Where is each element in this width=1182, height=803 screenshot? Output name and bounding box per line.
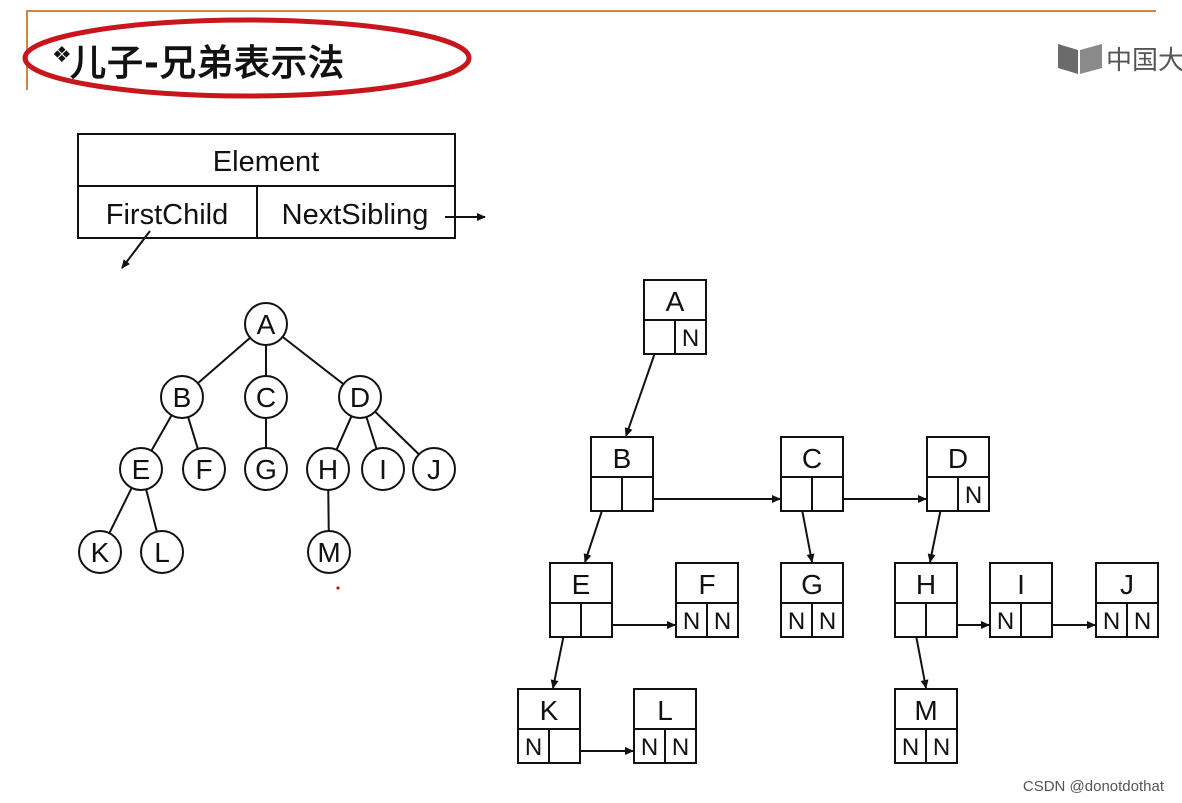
logo-text: 中国大 xyxy=(1106,46,1182,76)
tree-node-label: C xyxy=(256,382,276,413)
tree-node-label: G xyxy=(255,454,277,485)
linked-node-label: C xyxy=(802,443,822,474)
tree-edge-a-d xyxy=(281,336,345,385)
tree-node-b: B xyxy=(160,375,204,419)
tree-node-label: J xyxy=(427,454,441,485)
linked-node-label: K xyxy=(540,695,559,726)
tree-node-label: L xyxy=(154,537,170,568)
node-structure-legend: Element FirstChild NextSibling xyxy=(77,133,486,269)
firstchild-null-marker: N xyxy=(641,734,658,761)
linked-node-label: M xyxy=(914,695,937,726)
tree-node-label: B xyxy=(173,382,192,413)
tree-node-h: H xyxy=(306,447,350,491)
nextsibling-null-marker: N xyxy=(819,608,836,635)
linked-node-label: B xyxy=(613,443,632,474)
tree-node-label: M xyxy=(317,537,340,568)
linked-node-b: B xyxy=(590,436,654,512)
tree-edge-d-i xyxy=(365,416,378,450)
linked-node-label: E xyxy=(572,569,591,600)
tree-edge-d-h xyxy=(335,415,353,451)
linked-node-h: H xyxy=(894,562,958,638)
tree-node-label: K xyxy=(91,537,110,568)
tree-node-label: E xyxy=(132,454,151,485)
book-logo-icon xyxy=(1058,44,1102,74)
linked-node-c: C xyxy=(780,436,844,512)
linked-node-k: KN xyxy=(517,688,581,764)
tree-node-f: F xyxy=(182,447,226,491)
legend-nextsibling-label: NextSibling xyxy=(282,199,429,231)
tree-node-label: F xyxy=(195,454,212,485)
linked-node-label: J xyxy=(1120,569,1134,600)
nextsibling-null-marker: N xyxy=(933,734,950,761)
tree-edge-e-l xyxy=(145,489,158,532)
tree-node-label: A xyxy=(257,309,276,340)
firstchild-null-marker: N xyxy=(683,608,700,635)
linked-node-label: A xyxy=(666,286,685,317)
legend-element-label: Element xyxy=(213,146,319,178)
tree-node-l: L xyxy=(140,530,184,574)
legend-firstchild-label: FirstChild xyxy=(106,199,228,231)
top-border-line xyxy=(26,10,1156,12)
bullet-icon: ❖ xyxy=(52,42,72,67)
tree-edge-b-f xyxy=(187,416,199,450)
linked-node-label: H xyxy=(916,569,936,600)
nextsibling-null-marker: N xyxy=(1134,608,1151,635)
tree-edge-d-j xyxy=(374,410,420,456)
linked-node-label: G xyxy=(801,569,823,600)
red-dot xyxy=(336,586,340,590)
tree-node-c: C xyxy=(244,375,288,419)
tree-nodes: A B C D E F G H I J K L M xyxy=(78,302,456,574)
tree-node-e: E xyxy=(119,447,163,491)
tree-edge-b-e xyxy=(150,414,173,452)
linked-node-label: D xyxy=(948,443,968,474)
tree-node-g: G xyxy=(244,447,288,491)
linked-node-i: IN xyxy=(989,562,1053,638)
firstchild-null-marker: N xyxy=(1103,608,1120,635)
linked-node-label: L xyxy=(657,695,673,726)
tree-node-label: D xyxy=(350,382,370,413)
firstchild-null-marker: N xyxy=(997,608,1014,635)
firstchild-arrow xyxy=(121,230,151,269)
title-ellipse xyxy=(22,17,472,99)
nextsibling-null-marker: N xyxy=(965,482,982,509)
linked-node-label: I xyxy=(1017,569,1025,600)
nextsibling-null-marker: N xyxy=(714,608,731,635)
firstchild-null-marker: N xyxy=(902,734,919,761)
tree-node-m: M xyxy=(307,530,351,574)
tree-node-label: I xyxy=(379,454,387,485)
tree-edge-e-k xyxy=(108,487,133,534)
logo xyxy=(1056,38,1182,78)
tree-node-k: K xyxy=(78,530,122,574)
tree-node-label: H xyxy=(318,454,338,485)
linked-node-a: AN xyxy=(643,279,707,355)
firstchild-null-marker: N xyxy=(525,734,542,761)
linked-node-e: E xyxy=(549,562,613,638)
linked-node-label: F xyxy=(698,569,715,600)
linked-node-d: DN xyxy=(926,436,990,512)
tree-node-i: I xyxy=(361,447,405,491)
slide-title: ❖ 儿子-兄弟表示法 xyxy=(22,14,472,104)
tree-edges xyxy=(108,336,420,534)
watermark: CSDN @donotdothat xyxy=(1022,778,1164,795)
tree-edge-a-b xyxy=(197,337,251,384)
firstchild-null-marker: N xyxy=(788,608,805,635)
page-title: 儿子-兄弟表示法 xyxy=(70,43,345,84)
nextsibling-null-marker: N xyxy=(672,734,689,761)
nextsibling-null-marker: N xyxy=(682,325,699,352)
tree-node-a: A xyxy=(244,302,288,346)
tree-node-d: D xyxy=(338,375,382,419)
tree-node-j: J xyxy=(412,447,456,491)
